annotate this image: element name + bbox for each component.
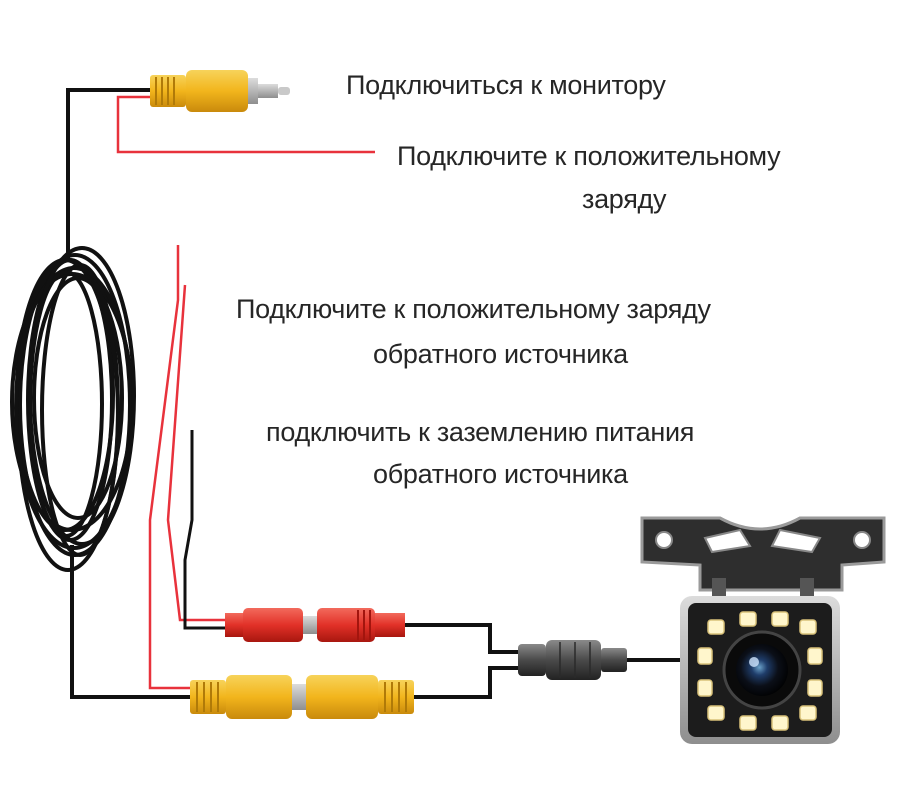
led-ring xyxy=(697,611,823,731)
label-connect-positive: Подключите к положительному xyxy=(397,141,781,171)
ground-wire xyxy=(183,430,225,630)
wire-yellow-to-junction xyxy=(414,666,520,699)
camera-bracket xyxy=(640,516,886,598)
red-wire-to-rca xyxy=(166,284,225,622)
label-reverse-positive-cont: обратного источника xyxy=(373,339,628,369)
label-connect-positive-cont: заряду xyxy=(582,184,667,214)
video-cable-bottom xyxy=(70,545,190,699)
rca-yellow-connector-pair xyxy=(190,675,414,719)
video-cable-top xyxy=(66,88,150,260)
label-reverse-ground: подключить к заземлению питания xyxy=(266,417,695,447)
cable-coil xyxy=(10,246,136,572)
rca-monitor-connector xyxy=(150,70,290,112)
label-connect-monitor: Подключиться к монитору xyxy=(346,70,666,100)
label-reverse-positive: Подключите к положительному заряду xyxy=(236,294,711,324)
rca-red-connector-pair xyxy=(225,608,405,642)
label-reverse-ground-cont: обратного источника xyxy=(373,459,628,489)
wire-red-to-junction xyxy=(405,623,520,654)
camera-body xyxy=(680,596,840,744)
red-wire-positive xyxy=(116,95,375,154)
red-wire-reverse-positive xyxy=(148,245,190,690)
cable-junction xyxy=(518,640,627,680)
